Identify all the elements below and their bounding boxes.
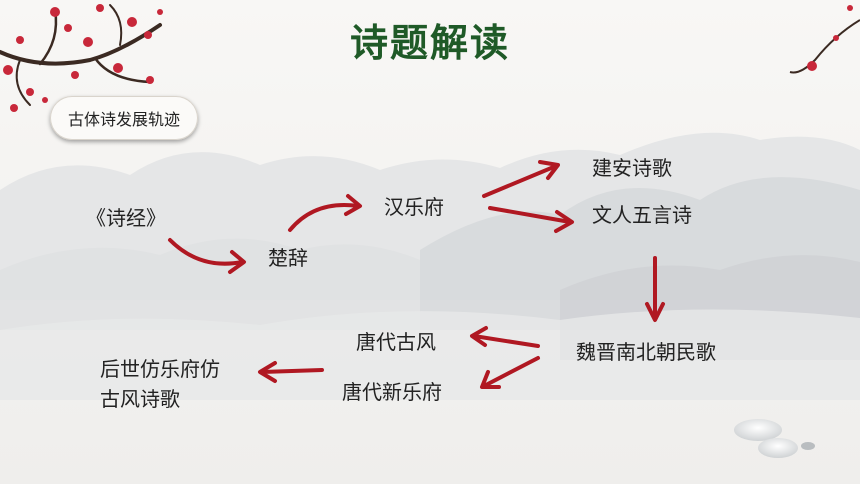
node-jianan: 建安诗歌	[592, 156, 672, 180]
plum-blossoms-left	[3, 4, 163, 112]
arrow-weijin-to-tangxinyuefu	[480, 356, 540, 389]
node-houshi-line1: 后世仿乐府仿	[100, 357, 220, 381]
trajectory-badge: 古体诗发展轨迹	[50, 96, 198, 140]
stone-shape	[734, 419, 782, 441]
arrow-wuyan-to-weijin	[645, 256, 665, 322]
stone-shape	[758, 438, 798, 458]
plum-blossom-branch-right	[789, 5, 860, 74]
node-tangxinyuefu: 唐代新乐府	[342, 380, 442, 404]
node-wuyan: 文人五言诗	[592, 203, 692, 227]
arrow-to-houshi	[258, 361, 324, 383]
arrow-weijin-to-tanggufeng	[470, 326, 540, 348]
arrow-shijing-to-chuci	[168, 238, 246, 274]
flow-arrows	[168, 160, 665, 389]
node-chuci: 楚辞	[268, 246, 308, 270]
node-weijin: 魏晋南北朝民歌	[576, 340, 716, 364]
arrow-hanyuefu-to-wuyan	[488, 206, 574, 233]
node-hanyuefu: 汉乐府	[384, 195, 444, 219]
badge-label: 古体诗发展轨迹	[67, 110, 180, 129]
arrow-chuci-to-hanyuefu	[288, 194, 362, 232]
node-houshi-line2: 古风诗歌	[100, 387, 180, 411]
node-tanggufeng: 唐代古风	[356, 330, 436, 354]
page-title: 诗题解读	[349, 21, 510, 65]
node-shijing: 《诗经》	[86, 206, 166, 230]
arrow-hanyuefu-to-jianan	[482, 160, 560, 198]
node-houshi: 后世仿乐府仿 古风诗歌	[100, 354, 250, 414]
